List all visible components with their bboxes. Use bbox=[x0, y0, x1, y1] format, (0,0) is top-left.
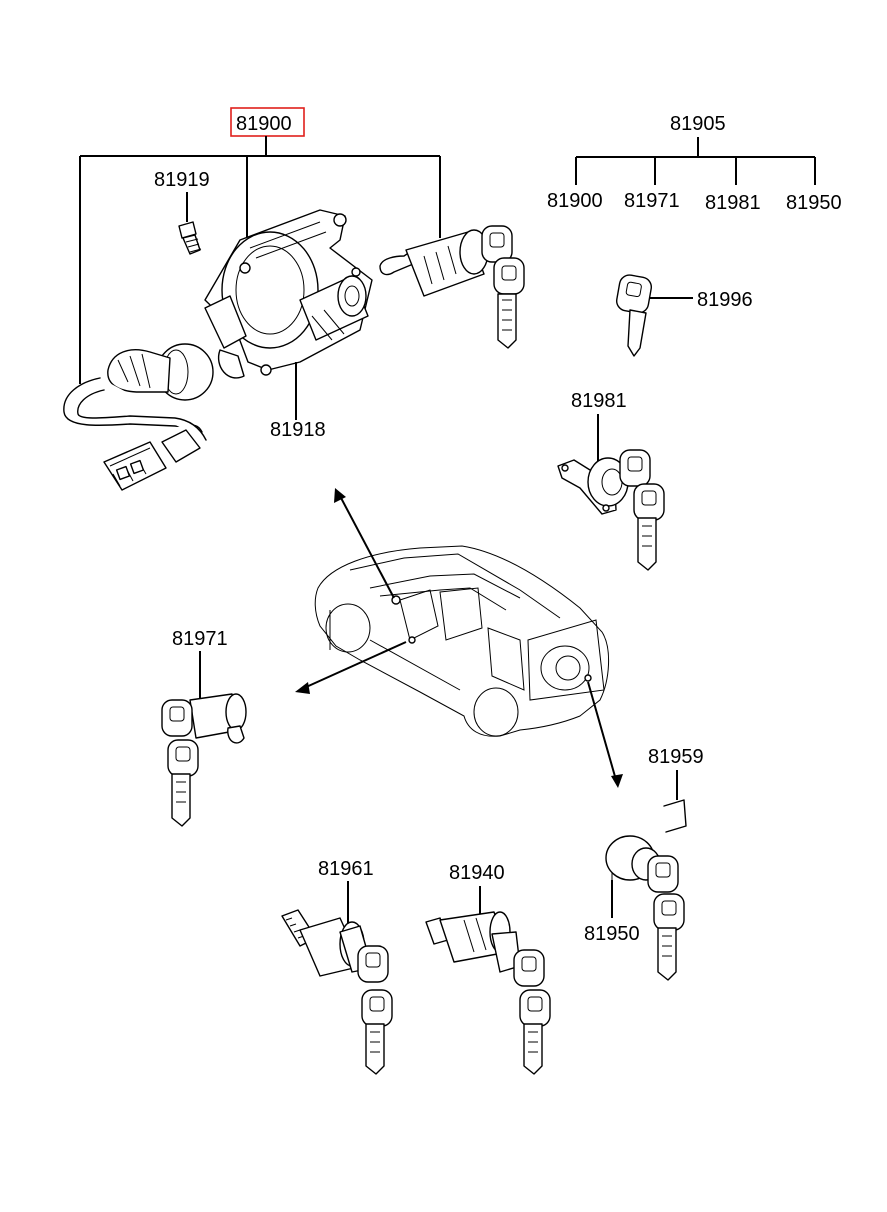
part-label-81919[interactable]: 81919 bbox=[154, 169, 210, 191]
blank-key-81996 bbox=[616, 274, 652, 357]
vehicle-outline bbox=[314, 545, 610, 737]
part-label-81950-sub[interactable]: 81950 bbox=[786, 192, 842, 214]
part-label-81900-sub[interactable]: 81900 bbox=[547, 190, 603, 212]
part-81959-callout[interactable]: 81959 bbox=[648, 746, 704, 800]
part-label-81950[interactable]: 81950 bbox=[584, 923, 640, 945]
part-label-81971-sub[interactable]: 81971 bbox=[624, 190, 680, 212]
clip-81959 bbox=[663, 799, 687, 833]
part-81905-callout[interactable]: 81905 81900 81971 81981 81950 bbox=[547, 113, 842, 214]
key-pair-81981 bbox=[619, 449, 665, 571]
part-label-81918[interactable]: 81918 bbox=[270, 419, 326, 441]
part-81918-callout[interactable]: 81918 bbox=[270, 362, 326, 441]
ignition-switch-wiring bbox=[63, 343, 214, 491]
ignition-cylinder bbox=[379, 229, 489, 297]
key-pair-81961 bbox=[357, 945, 393, 1075]
steering-lock-body bbox=[204, 209, 373, 379]
part-label-81961[interactable]: 81961 bbox=[318, 858, 374, 880]
key-pair-81950 bbox=[647, 855, 685, 981]
lock-81971 bbox=[189, 693, 247, 744]
pointer-arrows bbox=[295, 488, 623, 788]
part-label-81940[interactable]: 81940 bbox=[449, 862, 505, 884]
part-label-81971[interactable]: 81971 bbox=[172, 628, 228, 650]
part-81950-callout[interactable]: 81950 bbox=[584, 880, 640, 945]
part-81996-callout[interactable]: 81996 bbox=[650, 289, 753, 311]
part-label-81981[interactable]: 81981 bbox=[571, 390, 627, 412]
bracket-81900 bbox=[79, 136, 441, 384]
part-label-81905[interactable]: 81905 bbox=[670, 113, 726, 135]
lock-81981 bbox=[557, 457, 629, 515]
screw-81919 bbox=[178, 221, 202, 255]
part-label-81900[interactable]: 81900 bbox=[236, 113, 292, 135]
part-81900-callout[interactable]: 81900 bbox=[230, 107, 305, 137]
part-81981-callout[interactable]: 81981 bbox=[571, 390, 627, 465]
part-label-81981-sub[interactable]: 81981 bbox=[705, 192, 761, 214]
part-label-81996[interactable]: 81996 bbox=[697, 289, 753, 311]
highlight-box bbox=[230, 107, 305, 137]
key-pair-81971 bbox=[161, 699, 199, 827]
key-pair-ignition bbox=[481, 225, 525, 349]
part-81940-callout[interactable]: 81940 bbox=[449, 862, 505, 920]
key-pair-81940 bbox=[513, 949, 551, 1075]
part-label-81959[interactable]: 81959 bbox=[648, 746, 704, 768]
part-81919-callout[interactable]: 81919 bbox=[154, 169, 210, 222]
lock-81940 bbox=[425, 911, 521, 973]
part-81971-callout[interactable]: 81971 bbox=[172, 628, 228, 702]
